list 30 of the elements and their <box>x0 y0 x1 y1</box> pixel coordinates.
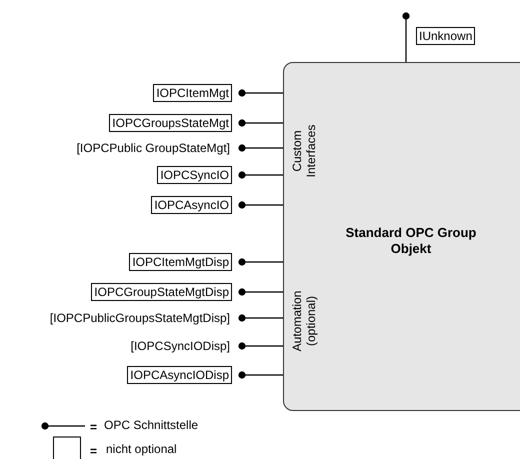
interface-connector <box>238 171 283 179</box>
interface-label: IOPCSyncIO <box>157 166 232 184</box>
interface-connector <box>238 258 283 266</box>
equals-sign: = <box>89 443 98 459</box>
interface-label: IOPCGroupStateMgtDisp <box>91 283 232 301</box>
group-label: Custom Interfaces <box>290 124 318 180</box>
interface-connector <box>238 288 283 296</box>
interface-label: IOPCGroupsStateMgt <box>109 114 232 132</box>
interface-connector <box>402 12 410 62</box>
group-label: Automation (optional) <box>290 290 318 354</box>
interface-connector <box>238 342 283 350</box>
interface-label: [IOPCSyncIODisp] <box>128 338 232 354</box>
interface-label: IOPCAsyncIO <box>151 196 232 214</box>
object-box <box>283 62 520 411</box>
interface-connector <box>238 144 283 152</box>
interface-connector <box>238 371 283 379</box>
legend-text: OPC Schnittstelle <box>103 417 200 433</box>
interface-label: IOPCItemMgt <box>153 84 232 102</box>
object-title: Standard OPC Group Objekt <box>344 225 478 257</box>
interface-connector <box>238 201 283 209</box>
interface-label: IOPCAsyncIODisp <box>127 366 232 384</box>
interface-connector <box>238 119 283 127</box>
interface-connector <box>238 89 283 97</box>
interface-label: IUnknown <box>416 27 476 45</box>
interface-label: IOPCItemMgtDisp <box>129 253 232 271</box>
equals-sign: = <box>89 419 98 435</box>
interface-connector <box>238 314 283 322</box>
legend-text: nicht optional <box>105 441 178 457</box>
interface-label: [IOPCPublic GroupStateMgt] <box>74 140 232 156</box>
interface-label: [IOPCPublicGroupsStateMgtDisp] <box>48 310 232 326</box>
